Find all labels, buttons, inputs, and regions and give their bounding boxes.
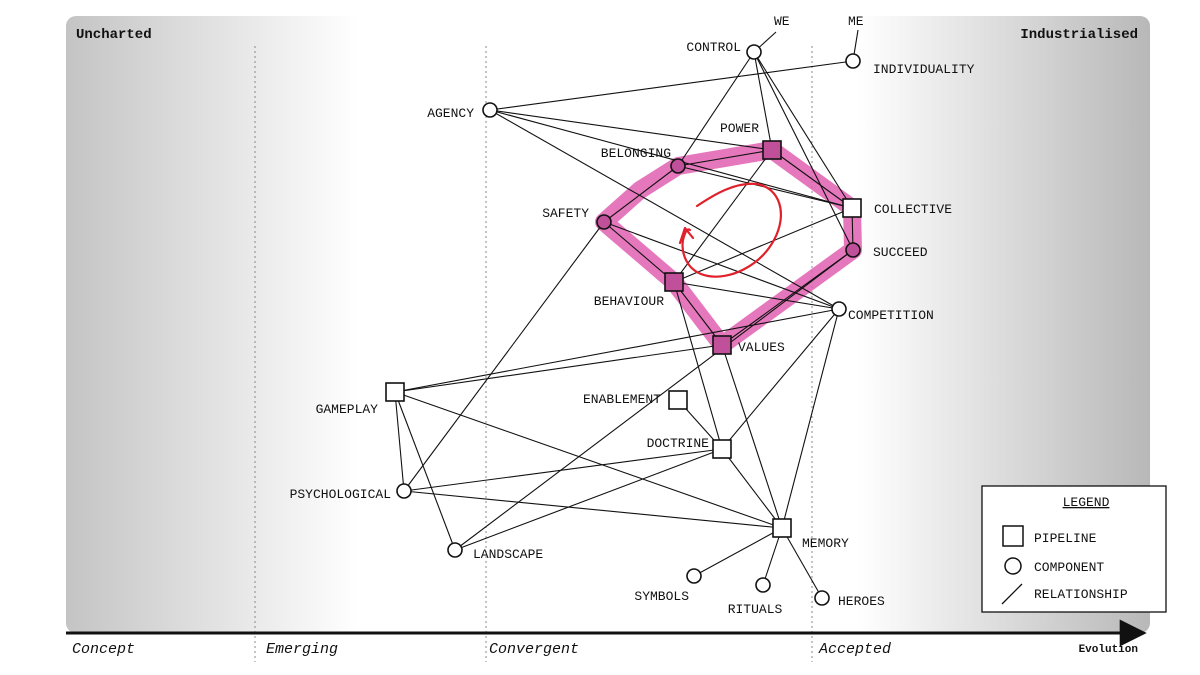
node-label-gameplay: GAMEPLAY [316,402,379,417]
relationship-line-doctrine-psychological [403,448,723,492]
stage-label-accepted: Accepted [818,641,891,658]
node-label-competition: COMPETITION [848,308,934,323]
component-node-landscape [447,542,463,558]
component-node-psychological [396,483,412,499]
relationship-line-gameplay-psychological [394,391,405,492]
component-node-belonging [670,158,686,174]
legend-title: LEGEND [1063,495,1110,510]
relationship-line-agency-competition [489,109,840,310]
node-label-me: ME [848,14,864,29]
node-label-control: CONTROL [686,40,741,55]
relationship-line-belonging-safety [603,165,679,223]
component-node-control [746,44,762,60]
node-label-values: VALUES [738,340,785,355]
relationship-line-memory-heroes [781,527,823,599]
corner-label-industrialised: Industrialised [1020,27,1138,43]
relationship-line-competition-memory [781,308,840,529]
legend-relationship-symbol [1001,583,1023,605]
node-label-memory: MEMORY [802,536,849,551]
relationship-line-agency-individuality [489,60,854,111]
component-node-competition [831,301,847,317]
stage-label-concept: Concept [72,641,135,658]
node-label-heroes: HEROES [838,594,885,609]
relationship-line-control-succeed [753,51,854,251]
pipeline-node-power [762,140,782,160]
legend-item-pipeline: PIPELINE [1034,531,1097,546]
relationship-line-gameplay-memory [394,391,783,529]
node-label-psychological: PSYCHOLOGICAL [290,487,391,502]
pipeline-node-gameplay [385,382,405,402]
map-nodes [385,44,862,606]
component-node-individuality [845,53,861,69]
relationship-line-gameplay-landscape [394,391,456,551]
node-label-landscape: LANDSCAPE [473,547,543,562]
node-label-individuality: INDIVIDUALITY [873,62,975,77]
node-label-behaviour: BEHAVIOUR [594,294,664,309]
relationship-line-doctrine-memory [721,448,783,529]
relationship-line-power-collective [771,149,853,209]
relationship-line-control-collective [753,51,853,209]
relationship-line-competition-gameplay [394,308,840,393]
stage-label-emerging: Emerging [266,641,338,658]
node-label-agency: AGENCY [427,106,474,121]
node-label-collective: COLLECTIVE [874,202,952,217]
relationship-line-psychological-memory [403,490,783,529]
relationship-line-collective-behaviour [673,207,853,283]
component-node-rituals [755,577,771,593]
node-label-power: POWER [720,121,759,136]
annotation-scribble [678,182,783,278]
node-label-safety: SAFETY [542,206,589,221]
node-label-we: WE [774,14,790,29]
relationship-line-belonging-power [677,149,773,167]
relationship-line-safety-competition [603,221,840,310]
pipeline-node-memory [772,518,792,538]
component-node-safety [596,214,612,230]
relationship-line-control-belonging [677,51,755,167]
relationship-line-behaviour-competition [673,281,840,310]
relationship-line-competition-doctrine [721,308,840,450]
relationship-line-succeed-landscape [454,249,854,551]
relationship-line-agency-power [489,109,773,151]
axis-title: Evolution [1079,644,1138,656]
pipeline-node-behaviour [664,272,684,292]
legend: LEGEND PIPELINE COMPONENT RELATIONSHIP [981,485,1167,613]
relationship-line-control-power [753,51,773,151]
relationship-line-memory-symbols [693,527,783,577]
component-node-agency [482,102,498,118]
relationship-line-values-gameplay [394,344,723,393]
component-node-symbols [686,568,702,584]
pipeline-node-values [712,335,732,355]
relationship-line-power-behaviour [673,149,773,283]
map-labels: WE ME CONTROL INDIVIDUALITY AGENCY POWER BELON… [290,14,975,617]
pipeline-node-collective [842,198,862,218]
component-node-heroes [814,590,830,606]
legend-component-symbol [1004,557,1022,575]
node-label-enablement: ENABLEMENT [583,392,661,407]
legend-item-component: COMPONENT [1034,560,1104,575]
stage-label-convergent: Convergent [489,641,579,658]
node-label-doctrine: DOCTRINE [647,436,710,451]
relationship-line-doctrine-landscape [454,448,723,551]
legend-pipeline-symbol [1002,525,1024,547]
relationship-line-safety-behaviour [603,221,675,283]
legend-item-relationship: RELATIONSHIP [1034,587,1128,602]
legend-box [981,485,1167,613]
relationship-line-behaviour-doctrine [673,281,723,450]
pipeline-node-doctrine [712,439,732,459]
node-label-belonging: BELONGING [601,146,671,161]
relationship-line-agency-collective [489,109,853,209]
node-label-succeed: SUCCEED [873,245,928,260]
corner-label-uncharted: Uncharted [76,27,152,43]
node-label-rituals: RITUALS [728,602,783,617]
relationship-line-safety-psychological [403,221,605,492]
map-background [66,16,1150,633]
node-label-symbols: SYMBOLS [634,589,689,604]
relationship-line-behaviour-values [673,281,723,346]
pipeline-node-enablement [668,390,688,410]
relationship-line-values-memory [721,344,783,529]
component-node-succeed [845,242,861,258]
